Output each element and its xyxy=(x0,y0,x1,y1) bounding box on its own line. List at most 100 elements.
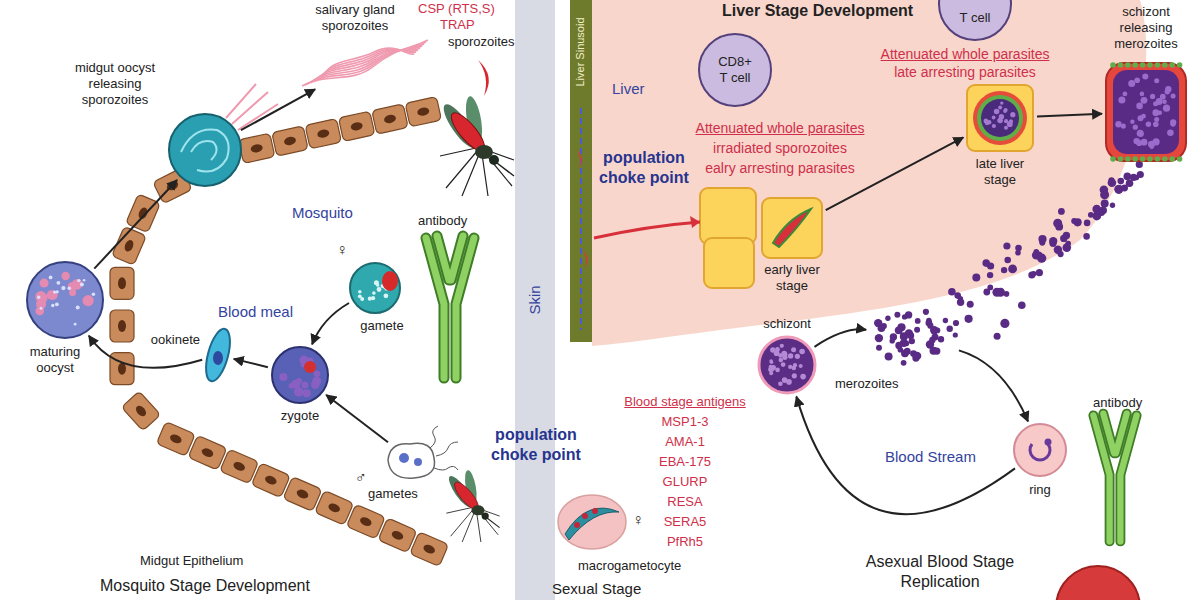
blood-schizont-shape xyxy=(757,335,817,395)
epithelial-cell xyxy=(110,267,134,299)
epithelial-cell xyxy=(410,532,449,567)
maturing-oocyst-shape-part xyxy=(35,306,44,315)
liver-schizont-shape-part xyxy=(1154,78,1159,83)
salivary-sporozoites-shape-part xyxy=(305,42,426,85)
antigen-item: EBA-175 xyxy=(620,454,750,470)
midgut-oocyst-shape-part xyxy=(169,114,241,186)
antigen-item: PfRh5 xyxy=(620,534,750,550)
macrogametocyte-shape-part xyxy=(592,508,598,514)
merozoite-cloud-shape-part xyxy=(904,341,909,346)
maturing-oocyst-shape-part xyxy=(47,290,56,299)
late-liver-stage-shape-part xyxy=(973,91,1027,145)
liver-schizont-shape-part xyxy=(1118,156,1124,162)
blood-schizont-shape-part xyxy=(795,354,800,359)
blood-schizont-shape-part xyxy=(791,347,796,352)
maturing-oocyst-shape-part xyxy=(40,279,49,288)
merozoite-dot xyxy=(954,292,961,299)
female-gamete-shape xyxy=(348,261,402,315)
merozoite-dot xyxy=(987,262,994,269)
merozoite-dot xyxy=(1001,267,1007,273)
skin-band-shape-part xyxy=(515,0,555,600)
region-label: Blood meal xyxy=(218,303,293,321)
liver-schizont-shape-part xyxy=(1113,70,1179,154)
antigen-item: SERA5 xyxy=(620,514,750,530)
liver-schizont-shape-part xyxy=(1177,156,1183,162)
merozoite-cloud-shape-part xyxy=(915,318,921,324)
liver-schizont-shape-part xyxy=(1138,131,1144,137)
merozoite-dot xyxy=(1018,302,1026,310)
liver-schizont-shape-part xyxy=(1118,97,1125,104)
maturing-oocyst-shape-part xyxy=(92,292,96,296)
merozoite-dot xyxy=(1100,190,1109,199)
merozoite-cloud-shape-part xyxy=(894,312,900,318)
liver-schizont-shape-part xyxy=(1140,156,1146,162)
merozoite-cloud-shape-part xyxy=(881,323,887,329)
sporozoite xyxy=(478,60,489,96)
merozoite-dot xyxy=(1110,203,1115,208)
merozoite-cloud-shape-part xyxy=(885,316,890,321)
epithelial-cell xyxy=(220,449,259,484)
late-liver-stage-shape-part xyxy=(997,118,1003,124)
liver-schizont-shape-part xyxy=(1169,62,1175,68)
zygote-shape-part xyxy=(279,373,287,381)
section-title: Liver Stage Development xyxy=(722,1,913,21)
merozoite-dot xyxy=(1008,265,1017,274)
liver-schizont-shape-part xyxy=(1154,117,1159,122)
red-blood-cell xyxy=(1056,566,1140,600)
ring-stage-text: ring xyxy=(1010,482,1070,498)
merozoite-cloud-shape-part xyxy=(933,348,940,355)
merozoite-cloud-shape-part xyxy=(923,309,929,315)
female-gamete: ♀gamete xyxy=(348,261,402,315)
ring-stage-shape-part xyxy=(1045,439,1052,446)
ookinete-shape xyxy=(205,325,231,385)
stage-arrow xyxy=(796,397,1015,515)
maturing-oocyst-text: maturing oocyst xyxy=(20,344,90,376)
liver-schizont-shape-part xyxy=(1169,156,1175,162)
liver-schizont-shape-part xyxy=(1155,156,1161,162)
merozoite-dot xyxy=(983,289,990,296)
stage-arrow xyxy=(94,180,177,269)
male-gametes: ♂gametes xyxy=(382,438,438,480)
merozoite-cloud: merozoites xyxy=(868,306,960,368)
liver-schizont: schizont releasing merozoites xyxy=(1105,62,1187,162)
zygote-shape xyxy=(270,345,330,405)
salivary-sporozoites: salivary gland sporozoites xyxy=(300,36,430,88)
merozoite-dot xyxy=(1071,218,1077,224)
merozoite-dot xyxy=(992,288,1001,297)
merozoite-dot xyxy=(1058,208,1065,215)
late-liver-stage-shape-part xyxy=(1009,120,1013,124)
liver-schizont-shape-part xyxy=(1140,92,1145,97)
blood-schizont-shape-part xyxy=(782,352,788,358)
female-gamete-shape-part xyxy=(350,263,400,313)
epithelial-cell xyxy=(110,310,134,342)
cell-nucleus xyxy=(417,107,430,117)
ring-stage: ring xyxy=(1012,422,1068,478)
antigen-heading: Blood stage antigens xyxy=(620,394,750,410)
zygote: zygote xyxy=(270,345,330,405)
merozoite-cloud-shape-part xyxy=(947,326,953,332)
cell-nucleus xyxy=(123,239,135,253)
epithelial-cell xyxy=(346,504,385,539)
stage-arrow xyxy=(241,89,315,130)
part-label: Midgut Epithelium xyxy=(140,553,243,569)
merozoite-cloud-shape-part xyxy=(953,332,958,337)
zygote-shape-part xyxy=(289,383,295,389)
early-liver-stage-text: early liver stage xyxy=(752,262,832,294)
blood-schizont-shape-part xyxy=(774,350,780,356)
maturing-oocyst-shape-part xyxy=(49,276,53,280)
merozoite-cloud-shape-part xyxy=(914,327,920,333)
epithelial-cell xyxy=(126,194,161,233)
cell-nucleus xyxy=(118,320,126,332)
cell-nucleus xyxy=(134,404,148,418)
vaccine-item: late arresting parasites xyxy=(865,64,1065,81)
midgut-oocyst-shape xyxy=(167,112,243,188)
maturing-oocyst-shape-part xyxy=(76,306,80,310)
zygote-shape-part xyxy=(294,387,304,397)
epithelial-cell xyxy=(283,477,322,512)
epithelial-cell xyxy=(338,111,374,141)
liver-schizont-shape-part xyxy=(1132,62,1138,68)
t-cell-circle-text: T cell xyxy=(950,10,1000,26)
liver-schizont-shape-part xyxy=(1142,73,1148,79)
mosquito-figure xyxy=(445,469,499,542)
merozoite-dot xyxy=(1038,235,1046,243)
